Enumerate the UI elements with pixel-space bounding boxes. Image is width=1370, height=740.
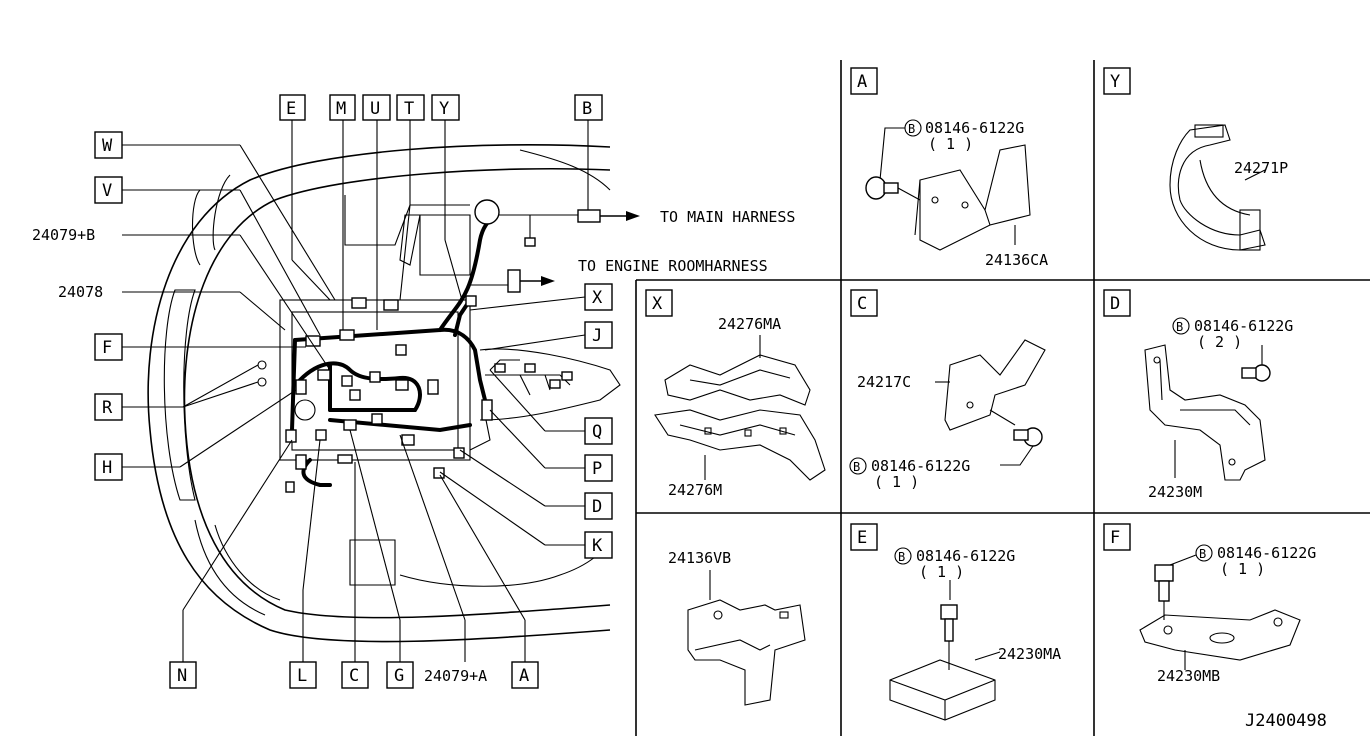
detail-c-bolt: 08146-6122G bbox=[871, 457, 970, 475]
callout-u: U bbox=[370, 99, 380, 119]
detail-e-letter: E bbox=[857, 528, 867, 548]
detail-c-bolt-qty: ( 1 ) bbox=[874, 473, 919, 491]
callout-v: V bbox=[102, 181, 112, 201]
detail-d-letter: D bbox=[1110, 294, 1120, 314]
wiring-harness bbox=[257, 199, 580, 493]
detail-a-letter: A bbox=[857, 72, 867, 92]
to-engine-room-harness-label: TO ENGINE ROOMHARNESS bbox=[578, 257, 768, 275]
callout-e: E bbox=[286, 99, 296, 119]
detail-e-bolt-symbol: B bbox=[898, 550, 905, 564]
callout-c: C bbox=[349, 666, 359, 686]
detail-f-bolt-qty: ( 1 ) bbox=[1220, 560, 1265, 578]
detail-a-bolt-symbol: B bbox=[908, 122, 915, 136]
callout-a: A bbox=[519, 666, 529, 686]
detail-e: E B 08146-6122G ( 1 ) 24230MA bbox=[850, 523, 1061, 721]
callout-k: K bbox=[592, 536, 603, 556]
callout-boxes bbox=[94, 94, 613, 689]
detail-y: Y 24271P bbox=[1103, 67, 1288, 251]
vehicle-outline bbox=[147, 144, 621, 643]
detail-f-bolt: 08146-6122G bbox=[1217, 544, 1316, 562]
detail-a-bolt-qty: ( 1 ) bbox=[928, 135, 973, 153]
detail-f-letter: F bbox=[1110, 528, 1120, 548]
detail-y-part: 24271P bbox=[1234, 159, 1288, 177]
callout-x: X bbox=[592, 288, 603, 308]
detail-a: A B 08146-6122G ( 1 ) 24136CA bbox=[850, 67, 1048, 269]
detail-x-letter: X bbox=[652, 294, 663, 314]
callout-q: Q bbox=[592, 422, 602, 442]
detail-x: X 24276MA 24276M bbox=[645, 289, 826, 499]
callout-j: J bbox=[592, 326, 602, 346]
detail-c-letter: C bbox=[857, 294, 867, 314]
part-24078: 24078 bbox=[58, 283, 103, 301]
callout-m: M bbox=[336, 99, 346, 119]
callout-leaders bbox=[122, 119, 589, 662]
part-24079a: 24079+A bbox=[424, 667, 487, 685]
detail-24136vb: 24136VB bbox=[668, 549, 806, 706]
detail-c-part: 24217C bbox=[857, 373, 911, 391]
callout-f: F bbox=[102, 338, 112, 358]
callout-l: L bbox=[297, 666, 307, 686]
detail-d-bolt-symbol: B bbox=[1176, 320, 1183, 334]
detail-d: D B 08146-6122G ( 2 ) 24230M bbox=[1103, 289, 1293, 501]
part-24079b: 24079+B bbox=[32, 226, 95, 244]
callout-p: P bbox=[592, 459, 602, 479]
callout-b: B bbox=[582, 99, 592, 119]
detail-y-letter: Y bbox=[1110, 72, 1120, 92]
detail-f: F B 08146-6122G ( 1 ) 24230MB bbox=[1103, 523, 1316, 685]
detail-a-bolt: 08146-6122G bbox=[925, 119, 1024, 137]
callout-y: Y bbox=[439, 99, 449, 119]
detail-c-bolt-symbol: B bbox=[853, 460, 860, 474]
detail-e-bolt: 08146-6122G bbox=[916, 547, 1015, 565]
callout-n: N bbox=[177, 666, 187, 686]
callout-r: R bbox=[102, 398, 113, 418]
detail-f-part: 24230MB bbox=[1157, 667, 1220, 685]
callout-d: D bbox=[592, 497, 602, 517]
callout-t: T bbox=[404, 99, 414, 119]
detail-x-part-bottom: 24276M bbox=[668, 481, 722, 499]
detail-a-part: 24136CA bbox=[985, 251, 1048, 269]
callout-g: G bbox=[394, 666, 404, 686]
detail-e-bolt-qty: ( 1 ) bbox=[919, 563, 964, 581]
harness-arrows bbox=[507, 209, 640, 293]
callout-w: W bbox=[102, 136, 113, 156]
panel-dividers bbox=[635, 60, 1370, 736]
callout-h: H bbox=[102, 458, 112, 478]
detail-d-bolt-qty: ( 2 ) bbox=[1197, 333, 1242, 351]
detail-e-part: 24230MA bbox=[998, 645, 1061, 663]
detail-d-bolt: 08146-6122G bbox=[1194, 317, 1293, 335]
detail-c: C 24217C B 08146-6122G ( 1 ) bbox=[849, 289, 1046, 491]
detail-x-part-top: 24276MA bbox=[718, 315, 781, 333]
detail-vb-part: 24136VB bbox=[668, 549, 731, 567]
detail-f-bolt-symbol: B bbox=[1199, 547, 1206, 561]
detail-d-part: 24230M bbox=[1148, 483, 1202, 501]
to-main-harness-label: TO MAIN HARNESS bbox=[660, 208, 795, 226]
diagram-code: J2400498 bbox=[1245, 711, 1327, 731]
